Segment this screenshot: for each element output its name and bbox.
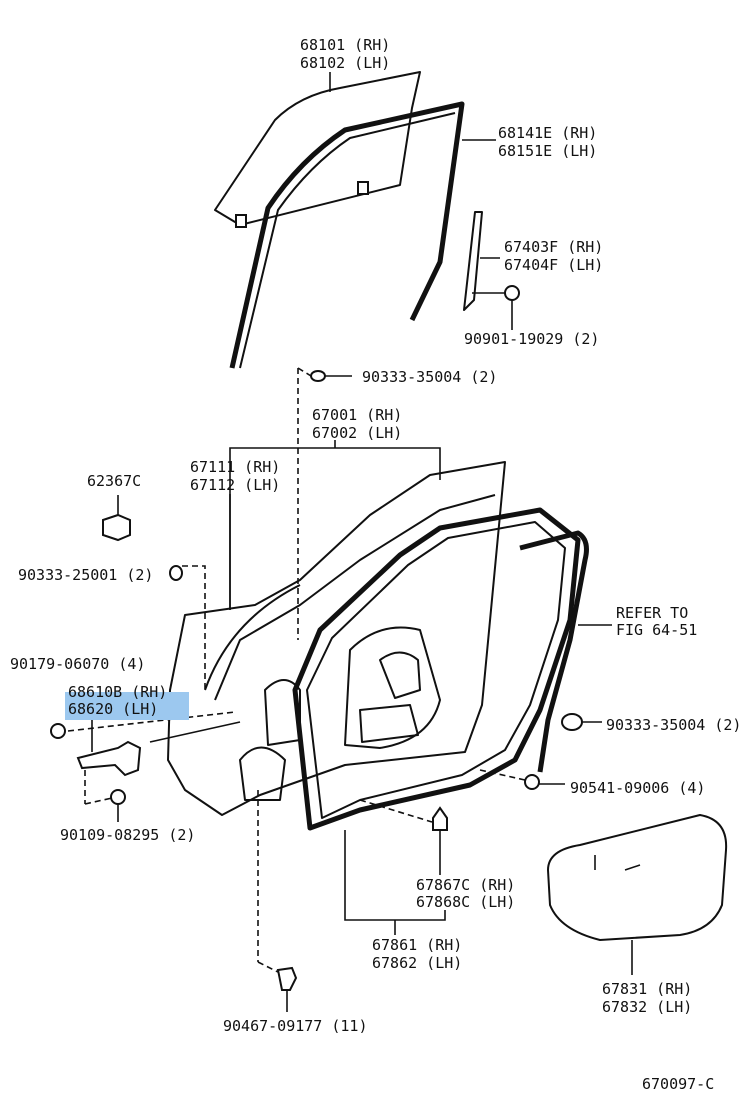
label-90179-06070[interactable]: 90179-06070 (4) [10,655,146,673]
run-channel-part [229,101,465,369]
label-68610b[interactable]: 68610B (RH) [68,683,168,701]
label-refer-to[interactable]: REFER TO [616,604,689,622]
clip-67867c-part [359,799,448,875]
label-90109-08295[interactable]: 90109-08295 (2) [60,826,196,844]
selected-part-highlight [65,692,189,720]
door-hinge-part [50,711,241,822]
label-90333-35004-right[interactable]: 90333-35004 (2) [606,716,742,734]
label-67862[interactable]: 67862 (LH) [372,954,463,972]
label-fig-64-51[interactable]: FIG 64-51 [616,621,698,639]
label-67868c[interactable]: 67868C (LH) [416,893,516,911]
door-glass-part [214,71,421,228]
label-68151e[interactable]: 68151E (LH) [498,142,598,160]
label-67001[interactable]: 67001 (RH) [312,406,403,424]
division-bar-part [463,211,520,330]
clip-90467-part [257,790,298,1012]
label-68620[interactable]: 68620 (LH) [68,700,159,718]
label-90467-09177[interactable]: 90467-09177 (11) [223,1017,368,1035]
door-shell-part [167,461,506,816]
label-67831[interactable]: 67831 (RH) [602,980,693,998]
weatherstrip-part [292,507,581,831]
label-90901-19029[interactable]: 90901-19029 (2) [464,330,600,348]
label-67002[interactable]: 67002 (LH) [312,424,403,442]
label-90541-09006[interactable]: 90541-09006 (4) [570,779,706,797]
diagram-id-label: 670097-C [642,1075,715,1093]
label-67404f[interactable]: 67404F (LH) [504,256,604,274]
label-68141e[interactable]: 68141E (RH) [498,124,598,142]
label-90333-35004-top[interactable]: 90333-35004 (2) [362,368,498,386]
label-67861[interactable]: 67861 (RH) [372,936,463,954]
label-67111[interactable]: 67111 (RH) [190,458,281,476]
label-68102[interactable]: 68102 (LH) [300,54,391,72]
label-62367c[interactable]: 62367C [87,472,142,490]
label-67403f[interactable]: 67403F (RH) [504,238,604,256]
clip-62367c-part [102,495,131,542]
label-90333-25001[interactable]: 90333-25001 (2) [18,566,154,584]
service-hole-cover-part [547,814,728,975]
label-68101[interactable]: 68101 (RH) [300,36,391,54]
label-67867c[interactable]: 67867C (RH) [416,876,516,894]
label-67832[interactable]: 67832 (LH) [602,998,693,1016]
label-67112[interactable]: 67112 (LH) [190,476,281,494]
